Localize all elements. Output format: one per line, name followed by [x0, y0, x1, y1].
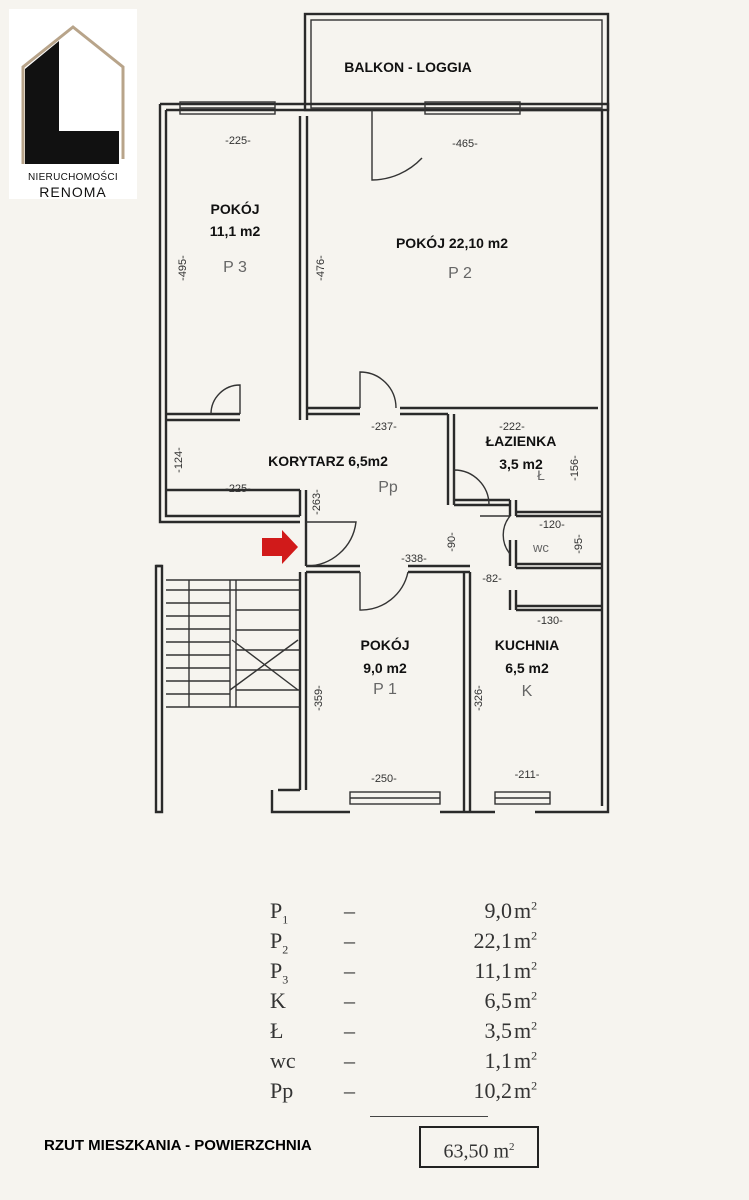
bath-code: Ł: [537, 467, 545, 483]
dim-label: -476-: [315, 255, 327, 281]
legend-code: P1: [270, 898, 289, 927]
dim-label: -225-: [225, 135, 251, 147]
balcony-label: BALKON - LOGGIA: [344, 59, 472, 75]
total-area-value: 63,50 m: [443, 1140, 510, 1163]
dim-label: -156-: [569, 455, 581, 481]
p1-name: POKÓJ: [360, 636, 409, 653]
dimensions: -225- -465- -495- -476- -237- -124- -225…: [173, 135, 585, 785]
p2-label: POKÓJ 22,10 m2: [396, 234, 508, 251]
stairs: [166, 579, 300, 708]
legend-unit: m2: [514, 1048, 538, 1073]
legend-unit: m2: [514, 1078, 538, 1103]
windows: [179, 101, 551, 805]
legend-code: P3: [270, 958, 289, 987]
dim-label: -225-: [225, 483, 251, 495]
dim-label: -95-: [573, 534, 585, 554]
legend-unit: m2: [514, 988, 538, 1013]
kitchen-name: KUCHNIA: [495, 637, 560, 653]
dim-label: -124-: [173, 447, 185, 473]
corridor-label: KORYTARZ 6,5m2: [268, 453, 388, 469]
company-logo: NIERUCHOMOŚCI RENOMA: [9, 9, 137, 200]
dim-label: -495-: [177, 255, 189, 281]
dim-label: -130-: [537, 615, 563, 627]
p2-code: P 2: [448, 265, 472, 282]
legend-dash: –: [344, 898, 355, 923]
kitchen-area: 6,5 m2: [505, 660, 549, 676]
legend-value: 6,5: [484, 988, 513, 1013]
dim-label: -82-: [482, 573, 502, 585]
legend-value: 9,0: [484, 898, 513, 923]
walls: [154, 12, 610, 814]
legend-dash: –: [344, 1078, 355, 1103]
entrance-arrow: [262, 530, 298, 564]
total-area-exp: 2: [509, 1141, 515, 1153]
dim-label: -250-: [371, 773, 397, 785]
legend-value: 10,2: [473, 1078, 513, 1103]
dim-label: -465-: [452, 138, 478, 150]
p3-code: P 3: [223, 259, 247, 276]
legend-value: 22,1: [473, 928, 513, 953]
dim-label: -90-: [446, 532, 458, 552]
logo-mark: [21, 25, 125, 164]
p1-code: P 1: [373, 681, 397, 698]
legend-dash: –: [344, 1018, 355, 1043]
dim-label: -326-: [473, 685, 485, 711]
legend-unit: m2: [514, 898, 538, 923]
legend-dash: –: [344, 928, 355, 953]
legend-code: P2: [270, 928, 289, 957]
bath-name: ŁAZIENKA: [486, 433, 557, 449]
legend-value: 11,1: [474, 958, 512, 983]
kitchen-code: K: [522, 683, 533, 700]
logo-line2: RENOMA: [39, 184, 107, 200]
dim-label: -338-: [401, 553, 427, 565]
p3-name: POKÓJ: [210, 200, 259, 217]
legend-dash: –: [344, 988, 355, 1013]
legend-code: Ł: [270, 1018, 284, 1043]
legend-value: 3,5: [484, 1018, 513, 1043]
dim-label: -359-: [313, 685, 325, 711]
legend-code: Pp: [270, 1078, 294, 1103]
doors: [210, 110, 512, 611]
legend-unit: m2: [514, 928, 538, 953]
total-area: 63,50 m2: [419, 1126, 539, 1168]
corridor-code: Pp: [378, 479, 398, 496]
dim-label: -211-: [515, 769, 540, 781]
sum-rule: [370, 1116, 488, 1117]
dim-label: -237-: [371, 421, 397, 433]
legend-code: wc: [270, 1048, 296, 1073]
plan-title: RZUT MIESZKANIA - POWIERZCHNIA: [44, 1137, 312, 1154]
legend-dash: –: [344, 958, 355, 983]
legend-unit: m2: [514, 958, 538, 983]
p3-area: 11,1 m2: [210, 223, 261, 239]
dim-label: -263-: [311, 489, 323, 515]
dim-label: -222-: [499, 421, 525, 433]
wc-label: wc: [532, 540, 549, 555]
legend-value: 1,1: [484, 1048, 513, 1073]
logo-line1: NIERUCHOMOŚCI: [27, 172, 118, 183]
dim-label: -120-: [539, 519, 565, 531]
legend-unit: m2: [514, 1018, 538, 1043]
p1-area: 9,0 m2: [363, 660, 407, 676]
bath-area: 3,5 m2: [499, 456, 543, 472]
legend-code: K: [270, 988, 286, 1013]
legend-dash: –: [344, 1048, 355, 1073]
